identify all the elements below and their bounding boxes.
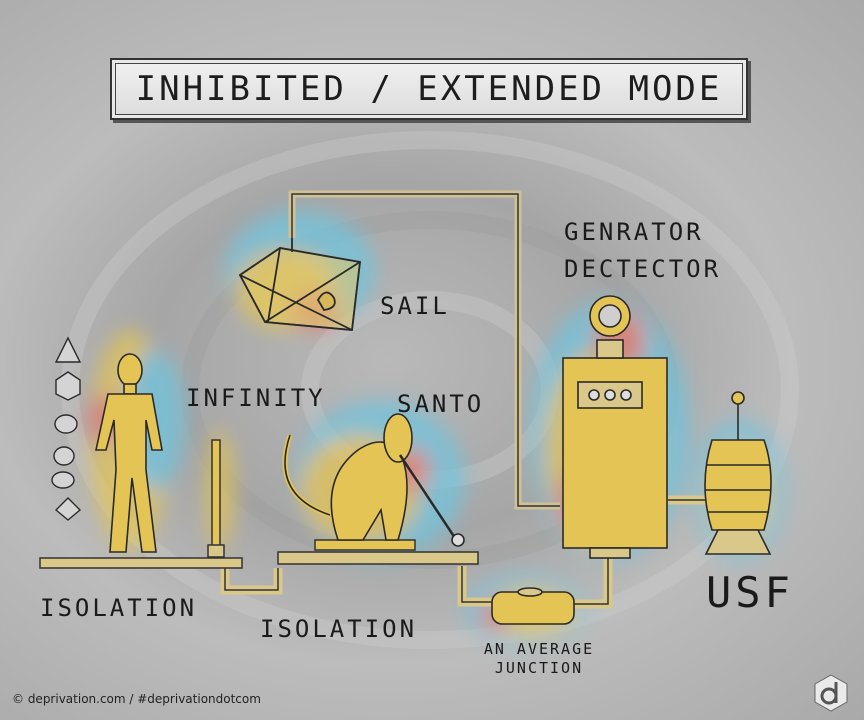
label-generator-line1: GENRATOR	[564, 218, 704, 246]
usf-capsule	[704, 391, 772, 555]
generator-detector	[562, 295, 668, 559]
cone-icon	[54, 336, 82, 363]
label-generator-line2: DECTECTOR	[564, 255, 722, 283]
pipe-network	[220, 190, 710, 609]
footer-credit: © deprivation.com / #deprivationdotcom	[12, 692, 261, 706]
label-junction-line1: AN AVERAGE	[483, 640, 595, 658]
label-isolation-left: ISOLATION	[40, 594, 198, 622]
human-figure	[95, 353, 163, 553]
cylinder-icon	[54, 414, 78, 434]
octahedron-icon	[54, 497, 82, 521]
sail-box	[238, 238, 361, 331]
cube-icon	[55, 371, 81, 401]
label-isolation-center: ISOLATION	[260, 615, 418, 643]
label-usf: USF	[706, 568, 794, 617]
sphere-icon	[53, 446, 75, 466]
label-infinity: INFINITY	[186, 384, 326, 412]
platforms	[39, 539, 479, 569]
label-santo: SANTO	[397, 390, 485, 418]
junction-cylinder	[491, 587, 575, 625]
label-sail: SAIL	[380, 292, 450, 320]
infinity-rod	[207, 439, 225, 558]
monkey-figure	[282, 413, 465, 547]
page-title: INHIBITED / EXTENDED MODE	[135, 69, 723, 109]
title-plaque: INHIBITED / EXTENDED MODE	[110, 58, 748, 120]
shape-stack	[51, 336, 82, 521]
label-junction: AN AVERAGE JUNCTION	[474, 640, 604, 678]
label-junction-line2: JUNCTION	[494, 659, 584, 677]
deprivation-logo-icon	[814, 674, 848, 712]
